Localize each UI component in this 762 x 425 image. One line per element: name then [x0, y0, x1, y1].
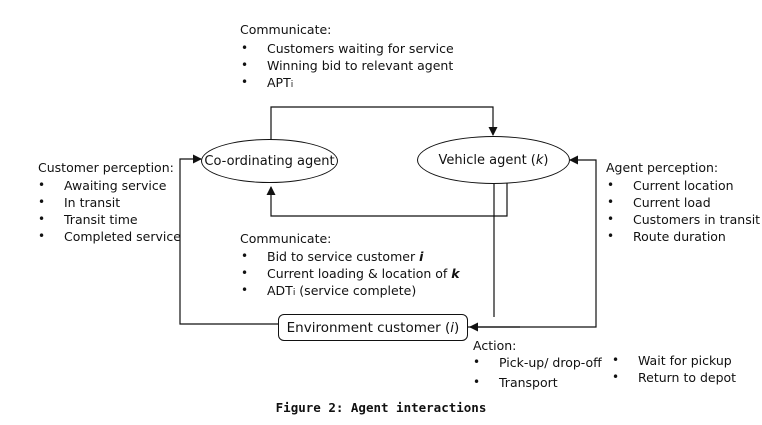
list-item: Awaiting service — [36, 177, 181, 194]
list-item: Transport — [471, 374, 602, 391]
coordinating-agent-label: Co-ordinating agent — [204, 153, 335, 169]
coordinating-agent-node: Co-ordinating agent — [201, 139, 338, 183]
agent-perception-heading: Agent perception: — [606, 160, 719, 175]
list-item: Current loading & location of k — [239, 265, 460, 282]
list-item: Current location — [605, 177, 760, 194]
list-item: APTi — [239, 74, 454, 91]
list-item: Completed service — [36, 228, 181, 245]
list-item: Winning bid to relevant agent — [239, 57, 454, 74]
customer-perception-heading: Customer perception: — [38, 160, 174, 175]
list-item: Route duration — [605, 228, 760, 245]
list-item: Customers waiting for service — [239, 40, 454, 57]
list-item: Pick-up/ drop-off — [471, 354, 602, 371]
environment-customer-label: Environment customer (i) — [286, 319, 460, 336]
action-list-2: Wait for pickup Return to depot — [610, 352, 736, 386]
agent-perception-list: Current location Current load Customers … — [605, 177, 760, 245]
communicate-top-list: Customers waiting for service Winning bi… — [239, 40, 454, 91]
arrow-vehicle-to-coord — [266, 181, 508, 217]
list-item: Wait for pickup — [610, 352, 736, 369]
customer-perception-list: Awaiting service In transit Transit time… — [36, 177, 181, 245]
list-item: Current load — [605, 194, 760, 211]
action-list-1: Pick-up/ drop-off Transport — [471, 354, 602, 391]
communicate-mid-list: Bid to service customer i Current loadin… — [239, 248, 460, 299]
action-heading: Action: — [473, 338, 517, 353]
list-item: In transit — [36, 194, 181, 211]
environment-customer-node: Environment customer (i) — [278, 314, 468, 341]
list-item: Transit time — [36, 211, 181, 228]
arrow-agent-perception — [466, 155, 597, 328]
vehicle-agent-label: Vehicle agent (k) — [438, 152, 549, 168]
list-item: Return to depot — [610, 369, 736, 386]
list-item: Bid to service customer i — [239, 248, 460, 265]
communicate-top-heading: Communicate: — [240, 22, 332, 37]
list-item: Customers in transit — [605, 211, 760, 228]
vehicle-agent-node: Vehicle agent (k) — [417, 136, 570, 184]
list-item: ADTi (service complete) — [239, 282, 460, 299]
arrow-coord-to-vehicle — [270, 106, 498, 140]
communicate-mid-heading: Communicate: — [240, 231, 332, 246]
figure-caption: Figure 2: Agent interactions — [275, 400, 487, 415]
